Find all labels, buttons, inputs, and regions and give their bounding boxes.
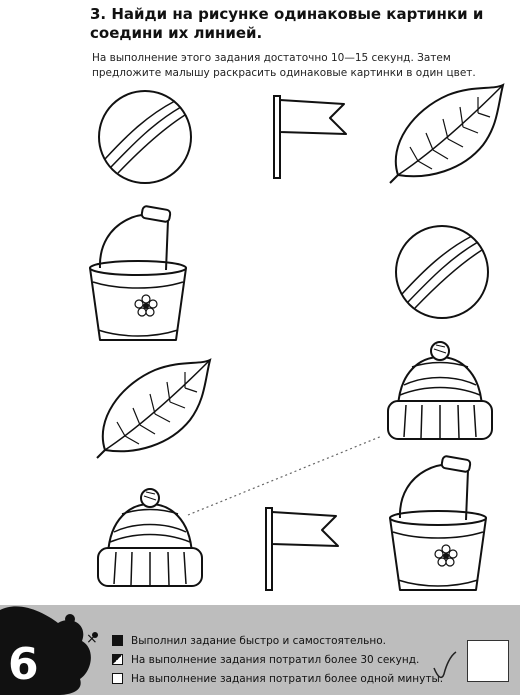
connection-line [187,435,383,516]
half-filled-square-icon [112,654,123,665]
legend-row-30s: На выполнение задания потратил более 30 … [112,652,419,668]
ink-blot-decoration: × [0,606,98,695]
hat-picture-bottom-left [97,488,203,587]
leaf-picture-top-right [389,84,504,184]
filled-square-icon [112,635,123,646]
footer-bar: × [0,605,520,695]
task-instruction: На выполнение этого задания достаточно 1… [92,52,476,79]
bucket-picture-bottom-right [389,454,487,591]
self-assessment-box[interactable] [467,640,509,682]
checkmark-icon [433,651,457,679]
flag-picture-bottom-middle [265,507,339,591]
bucket-picture-left [89,204,187,341]
empty-square-icon [112,673,123,684]
legend-text-30s: На выполнение задания потратил более 30 … [131,654,420,666]
ball-picture-top-left [98,90,192,184]
legend-text-minute: На выполнение задания потратил более одн… [131,673,444,685]
flag-picture-top-middle [273,95,347,179]
hat-picture-right [387,341,493,440]
ball-picture-right [395,225,489,319]
task-title: 3. Найди на рисунке одинаковые картинки … [90,5,484,42]
legend-row-minute: На выполнение задания потратил более одн… [112,671,443,687]
legend-text-fast: Выполнил задание быстро и самостоятельно… [131,635,386,647]
page-number: 6 [8,639,39,690]
legend-row-fast: Выполнил задание быстро и самостоятельно… [112,633,386,649]
svg-text:×: × [86,631,98,647]
leaf-picture-left [96,359,211,459]
worksheet-illustrations [89,84,504,591]
